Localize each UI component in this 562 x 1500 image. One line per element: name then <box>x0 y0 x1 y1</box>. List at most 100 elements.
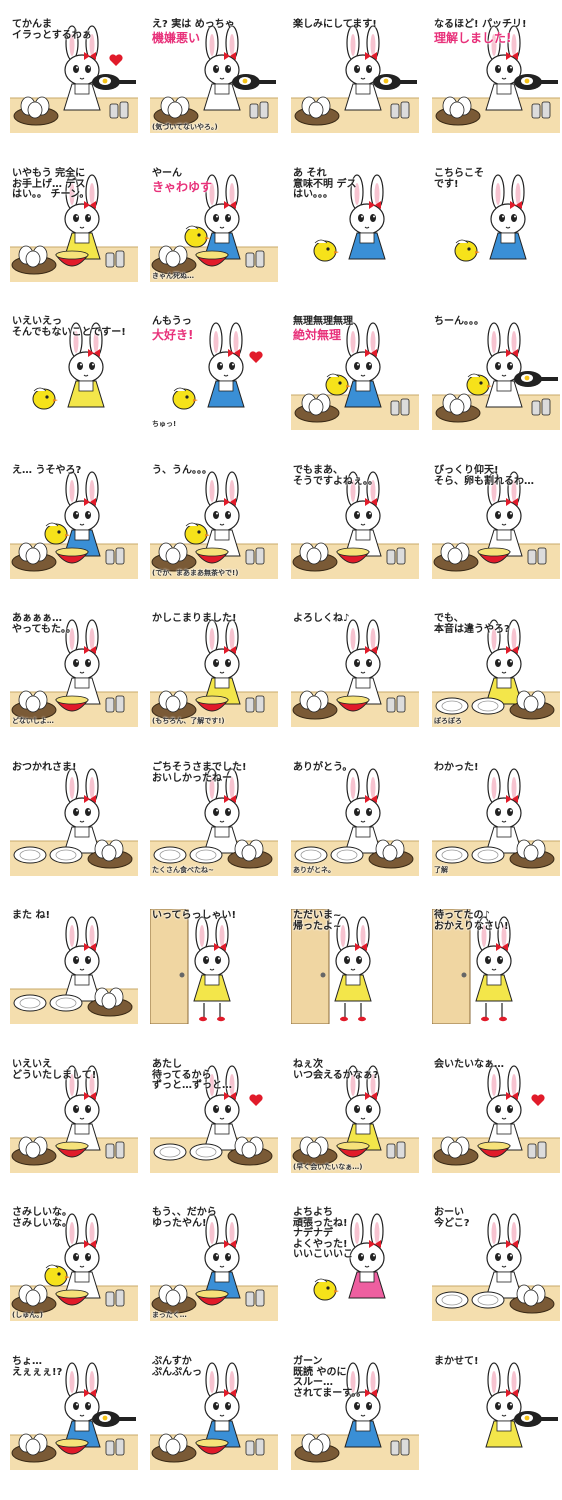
sticker[interactable]: よろしくね♪ <box>291 612 419 727</box>
sticker-caption: でも、 本音は違うやろ? <box>434 613 510 635</box>
sticker[interactable]: また ね! <box>10 909 138 1024</box>
sticker-subcaption: ありがとネ。 <box>293 865 335 874</box>
sticker-subcaption: まったく… <box>152 1310 187 1319</box>
sticker[interactable]: ありがとう。ありがとネ。 <box>291 761 419 876</box>
sticker[interactable]: かしこまりました!(もちろん、了解です!) <box>150 612 278 727</box>
egg-basket <box>11 245 57 275</box>
sticker[interactable]: わかった!了解 <box>432 761 560 876</box>
sticker[interactable]: あたし 待ってるから ずっと…ずっと… <box>150 1058 278 1173</box>
sticker[interactable]: いえいえっ そんでもないことですー! <box>10 315 138 430</box>
sticker[interactable]: ただいま~ 帰ったよ~ <box>291 909 419 1024</box>
sticker-illustration <box>150 1213 278 1321</box>
sticker[interactable]: 待ってたの♪ おかえりなさい! <box>432 909 560 1024</box>
chick <box>172 387 198 410</box>
sticker[interactable]: う、うん。。。(でか、まあまあ無茶やで!) <box>150 464 278 579</box>
sticker[interactable]: ガーン 既読 やのに スルー… されてまーす。。 <box>291 1355 419 1470</box>
sticker-caption: あぁぁぁ… やってもた。。 <box>12 613 76 635</box>
bunny <box>485 25 523 111</box>
sticker[interactable]: え… うそやろ? <box>10 464 138 579</box>
egg-basket <box>151 690 197 720</box>
sticker-subcaption: (しゅん。) <box>12 1310 43 1319</box>
sticker[interactable]: あ それ 意味不明 デス はい。。。 <box>291 167 419 282</box>
sticker-caption: もう、、だから ゆったやん! <box>152 1207 217 1229</box>
mixing-bowl <box>336 695 370 712</box>
mixing-bowl <box>55 1289 89 1306</box>
sticker-illustration <box>432 1065 560 1173</box>
salt-pepper-shakers <box>249 101 269 119</box>
sticker[interactable]: さみしいな。 さみしいな。(しゅん。) <box>10 1206 138 1321</box>
sticker[interactable]: もう、、だから ゆったやん! まったく… <box>150 1206 278 1321</box>
sticker[interactable]: ちーん。。。 <box>432 315 560 430</box>
mixing-bowl <box>195 1289 229 1306</box>
sticker[interactable]: ぷんすか ぷんぷんっ <box>150 1355 278 1470</box>
bunny <box>344 619 382 705</box>
frying-pan <box>92 74 136 90</box>
sticker-illustration <box>291 909 372 1024</box>
sticker-illustration <box>10 916 138 1024</box>
chick <box>466 373 492 396</box>
sticker[interactable]: んもうっ大好き!ちゅっ! <box>150 315 278 430</box>
egg-basket <box>292 690 338 720</box>
sticker-highlight-text: 大好き! <box>152 328 194 342</box>
sticker[interactable]: 会いたいなぁ… <box>432 1058 560 1173</box>
sticker-illustration <box>291 471 419 579</box>
sticker-illustration <box>150 768 278 876</box>
sticker-caption: あ それ 意味不明 デス はい。。。 <box>293 168 357 200</box>
sticker-caption: ただいま~ 帰ったよ~ <box>293 910 342 932</box>
sticker[interactable]: いえいえ どういたしまして! <box>10 1058 138 1173</box>
sticker-caption: あたし 待ってるから ずっと…ずっと… <box>152 1059 232 1091</box>
plate <box>435 846 469 864</box>
sticker[interactable]: おつかれさま! <box>10 761 138 876</box>
sticker[interactable]: ねぇ次 いつ会えるかなぁ?(早く会いたいなぁ…) <box>291 1058 419 1173</box>
sticker-subcaption: (でか、まあまあ無茶やで!) <box>152 568 239 577</box>
bunny <box>344 1362 382 1448</box>
sticker-illustration <box>32 322 105 410</box>
sticker[interactable]: いってらっしゃい! <box>150 909 278 1024</box>
sticker-caption: いえいえ どういたしまして! <box>12 1059 97 1081</box>
mixing-bowl <box>477 1141 511 1158</box>
bunny <box>67 322 105 408</box>
sticker[interactable]: ちょ… えぇぇぇ!? <box>10 1355 138 1470</box>
sticker[interactable]: こちらこそ です! <box>432 167 560 282</box>
mixing-bowl <box>195 695 229 712</box>
sticker-illustration <box>10 619 138 727</box>
sticker-illustration <box>432 619 560 727</box>
bunny <box>489 174 527 260</box>
sticker-illustration <box>454 174 527 262</box>
egg-basket <box>433 1136 479 1166</box>
sticker[interactable]: 無理無理無理絶対無理 <box>291 315 419 430</box>
chick <box>454 239 480 262</box>
sticker[interactable]: よちよち 頑張ったね! ナデナデ よくやった! いいこいいこ <box>291 1206 419 1321</box>
sticker[interactable]: え? 実は めっちゃ機嫌悪い(気づいてないやろ。) <box>150 18 278 133</box>
sticker[interactable]: おーい 今どこ? <box>432 1206 560 1321</box>
sticker[interactable]: まかせて! <box>432 1355 560 1470</box>
sticker[interactable]: いやもう 完全に お手上げ… デス はい。。 チーン。 <box>10 167 138 282</box>
egg-basket <box>292 1136 338 1166</box>
sticker-illustration <box>432 322 560 430</box>
sticker-illustration <box>172 322 263 410</box>
sticker-caption: おーい 今どこ? <box>434 1207 470 1229</box>
sticker[interactable]: ごちそうさまでした! おいしかったねーたくさん食べたね~ <box>150 761 278 876</box>
sticker-illustration <box>150 25 278 133</box>
sticker-subcaption: どないしよ… <box>12 716 54 725</box>
sticker[interactable]: でもまあ、 そうですよねぇ。。 <box>291 464 419 579</box>
egg-basket <box>151 542 197 572</box>
sticker-illustration <box>291 322 419 430</box>
sticker[interactable]: てかんま イラっとするわぁ <box>10 18 138 133</box>
sticker[interactable]: やーんきゃわゆすきゃん死ぬ… <box>150 167 278 282</box>
plate <box>153 846 187 864</box>
sticker-illustration <box>291 1362 419 1470</box>
frying-pan <box>92 1411 136 1427</box>
door <box>150 909 189 1024</box>
sticker[interactable]: あぁぁぁ… やってもた。。どないしよ… <box>10 612 138 727</box>
sticker[interactable]: びっくり仰天! そら、卵も割れるわ… <box>432 464 560 579</box>
sticker[interactable]: 楽しみにしてます! <box>291 18 419 133</box>
sticker-caption: 会いたいなぁ… <box>434 1059 504 1070</box>
egg-basket <box>13 96 59 126</box>
sticker[interactable]: なるほど! パッチリ!理解しました! <box>432 18 560 133</box>
egg-basket <box>11 690 57 720</box>
plate <box>153 1143 187 1161</box>
bunny <box>63 619 101 705</box>
sticker[interactable]: でも、 本音は違うやろ?ぽろぽろ <box>432 612 560 727</box>
salt-pepper-shakers <box>386 695 406 713</box>
